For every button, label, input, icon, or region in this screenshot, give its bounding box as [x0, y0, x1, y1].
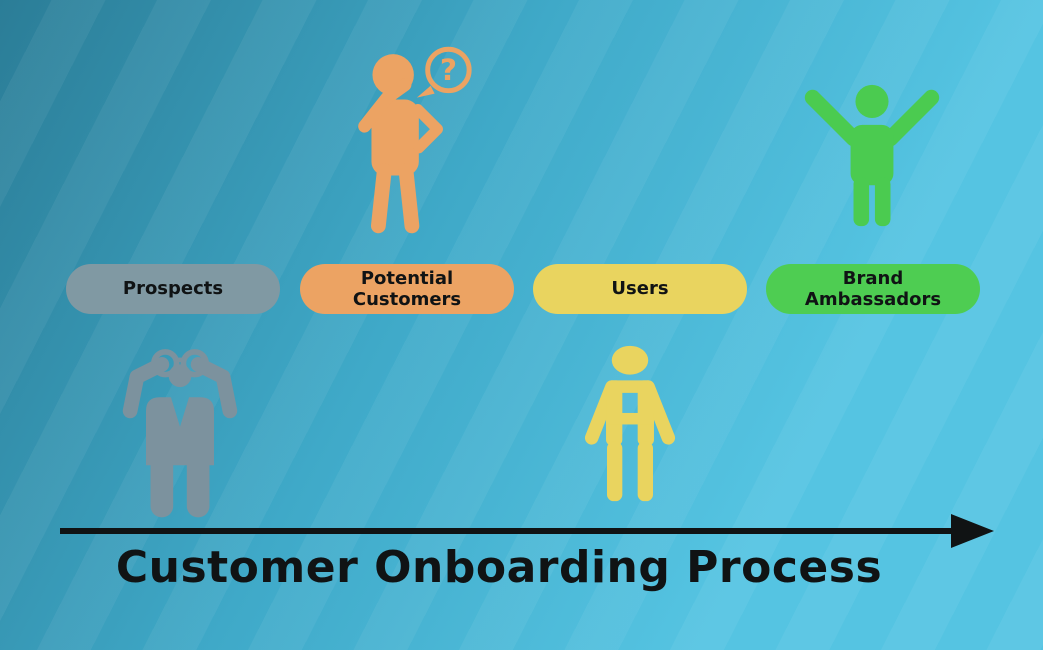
stage-label: Users — [611, 278, 669, 300]
stage-pill-prospects: Prospects — [66, 264, 280, 314]
standing-person-icon — [560, 342, 700, 505]
stage-pill-users: Users — [533, 264, 747, 314]
binoculars-person-icon — [112, 338, 248, 520]
stage-pill-brand-ambassadors: Brand Ambassadors — [766, 264, 980, 314]
question-mark-glyph: ? — [440, 53, 457, 87]
stage-label: Prospects — [122, 278, 224, 300]
stage-pill-potential-customers: Potential Customers — [300, 264, 514, 314]
right-arrow-icon — [60, 514, 994, 548]
stage-label: Potential Customers — [352, 267, 462, 310]
page-title: Customer Onboarding Process — [115, 542, 883, 593]
stage-label: Brand Ambassadors — [804, 267, 942, 310]
thinking-person-question-mark-icon: ? — [332, 42, 480, 238]
cheering-person-icon — [795, 82, 949, 230]
